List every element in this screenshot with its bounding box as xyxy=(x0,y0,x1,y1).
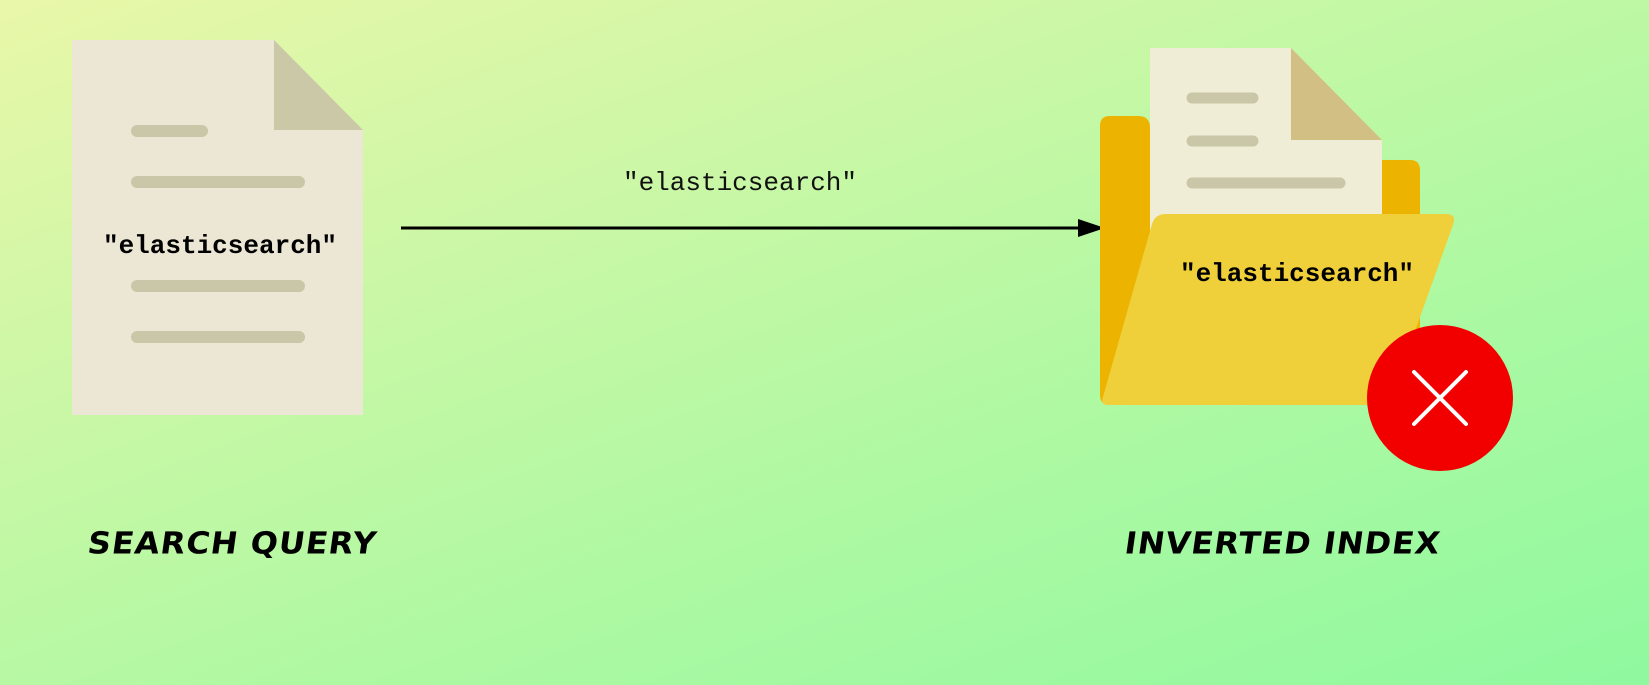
arrow-label: "elasticsearch" xyxy=(623,168,857,198)
query-arrow: "elasticsearch" xyxy=(401,168,1105,237)
query-document-term: "elasticsearch" xyxy=(103,231,337,261)
index-folder-term: "elasticsearch" xyxy=(1180,259,1414,289)
error-x-icon xyxy=(1367,325,1513,471)
search-query-caption: SEARCH QUERY xyxy=(85,524,380,562)
arrowhead-icon xyxy=(1078,219,1105,237)
query-document-icon: "elasticsearch" xyxy=(72,40,363,415)
inverted-index-caption: INVERTED INDEX xyxy=(1122,524,1444,562)
index-folder-icon: "elasticsearch" xyxy=(1100,48,1455,405)
